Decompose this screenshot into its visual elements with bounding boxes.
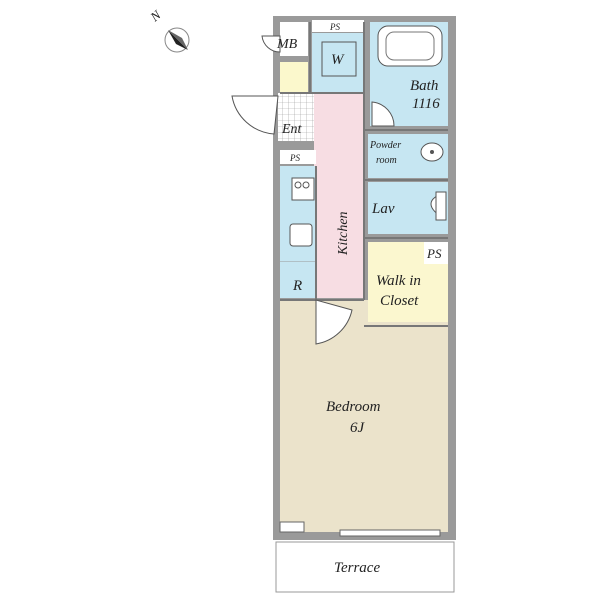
terrace-label: Terrace (334, 560, 380, 576)
fridge-label: R (292, 278, 302, 294)
entrance-label: Ent (281, 122, 303, 137)
lav-label: Lav (371, 201, 395, 217)
washer-area (312, 33, 364, 93)
powder-label-line1: Powder (369, 140, 401, 151)
compass-label: N (147, 6, 165, 25)
entrance-door-icon (231, 95, 279, 135)
ac-unit (279, 521, 305, 533)
bath-label: Bath (410, 78, 438, 94)
ps-left-label: PS (289, 153, 300, 163)
fridge-space (280, 262, 316, 298)
kitchen-corridor (314, 93, 364, 298)
washer-icon (321, 41, 357, 77)
walkin-label-line1: Walk in (376, 273, 421, 289)
kitchen-label: Kitchen (336, 211, 351, 256)
ps-right-area (424, 242, 448, 264)
walkin-label-line2: Closet (380, 293, 419, 309)
ps-right-label: PS (426, 246, 442, 261)
mb-area (280, 22, 308, 56)
bath-door-icon (371, 101, 395, 127)
bedroom-label: Bedroom (326, 399, 381, 415)
compass: N (147, 6, 190, 53)
entry-shoe-box (280, 62, 308, 92)
powder-label-line2: room (376, 155, 397, 166)
terrace (275, 541, 455, 593)
bedroom-size-label: 6J (350, 420, 366, 436)
mb-label: MB (276, 37, 298, 52)
mb-door-icon (261, 35, 281, 53)
bath-size-label: 1116 (412, 96, 440, 112)
bedroom (280, 300, 448, 532)
ps-left-area (280, 150, 316, 164)
ps-top-area (312, 20, 364, 32)
bedroom-door-icon (315, 299, 353, 345)
terrace-window (339, 529, 441, 537)
ps-top-label: PS (329, 22, 340, 32)
stove-icon (291, 177, 315, 201)
bathtub-icon (377, 25, 443, 67)
entrance-floor (278, 93, 314, 141)
kitchen-sink-icon (289, 223, 313, 247)
washer-label: W (331, 52, 345, 68)
